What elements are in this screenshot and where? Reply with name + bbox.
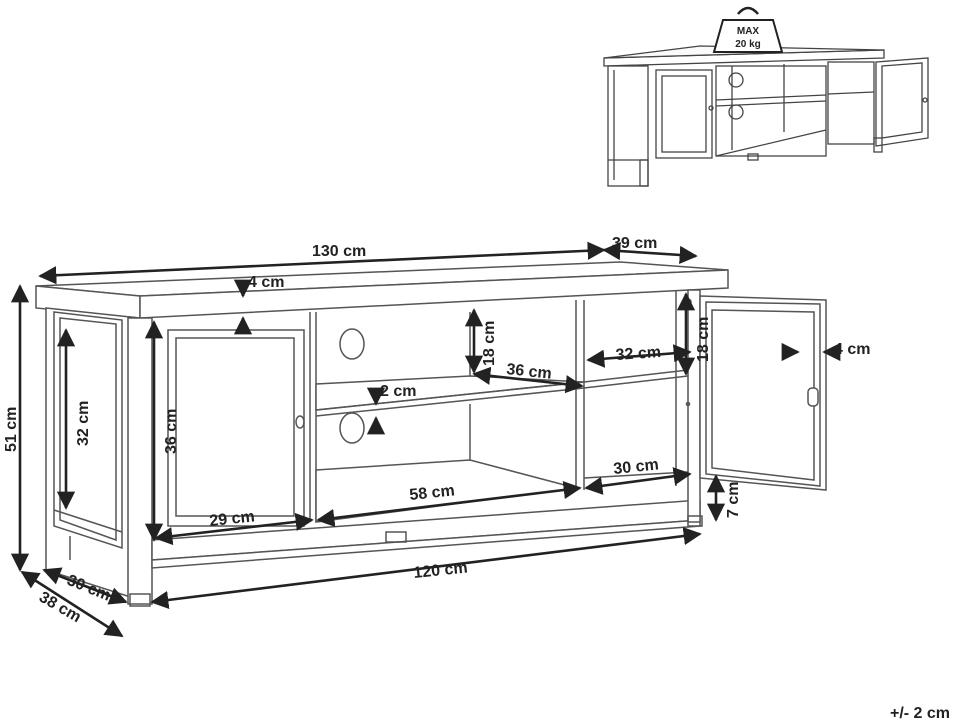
- dimension-arrows: [10, 241, 841, 638]
- label-right-compartment-width: 30 cm: [613, 456, 660, 478]
- label-right-shelf-gap: 18 cm: [695, 317, 712, 362]
- label-top-thickness: 4 cm: [248, 274, 284, 291]
- label-right-shelf-width: 32 cm: [615, 344, 661, 364]
- max-weight-badge: MAX 20 kg: [712, 6, 784, 53]
- label-total-height: 51 cm: [3, 407, 20, 452]
- label-base-width: 120 cm: [413, 559, 469, 582]
- preview-cabinet-illustration: [603, 45, 929, 187]
- arrow-shelf-depth: [472, 366, 584, 394]
- arrow-total-depth: [602, 241, 698, 265]
- label-shelf-depth: 36 cm: [506, 361, 553, 383]
- arrow-base-width: [150, 526, 702, 610]
- label-door-thickness: 4 cm: [834, 341, 870, 358]
- arrow-middle-compartment-width: [316, 480, 582, 528]
- tolerance-note: +/- 2 cm: [890, 705, 950, 722]
- label-door-opening-height: 36 cm: [163, 409, 180, 454]
- label-outer-depth: 38 cm: [36, 589, 84, 626]
- label-total-width: 130 cm: [312, 243, 366, 260]
- arrow-right-shelf-width: [586, 344, 692, 368]
- arrow-right-compartment-width: [584, 467, 692, 495]
- label-shelf-thickness: 2 cm: [380, 383, 416, 400]
- label-total-depth: 39 cm: [612, 235, 657, 252]
- label-upper-shelf-gap: 18 cm: [481, 321, 498, 366]
- arrow-outer-depth: [20, 570, 124, 638]
- label-middle-compartment-width: 58 cm: [409, 482, 456, 504]
- label-left-compartment-width: 29 cm: [209, 508, 256, 530]
- label-side-panel-height: 32 cm: [75, 401, 92, 446]
- max-weight-line2: 20 kg: [735, 39, 761, 50]
- arrow-total-width: [38, 241, 606, 285]
- label-leg-height: 7 cm: [725, 482, 742, 518]
- max-weight-line1: MAX: [737, 26, 760, 37]
